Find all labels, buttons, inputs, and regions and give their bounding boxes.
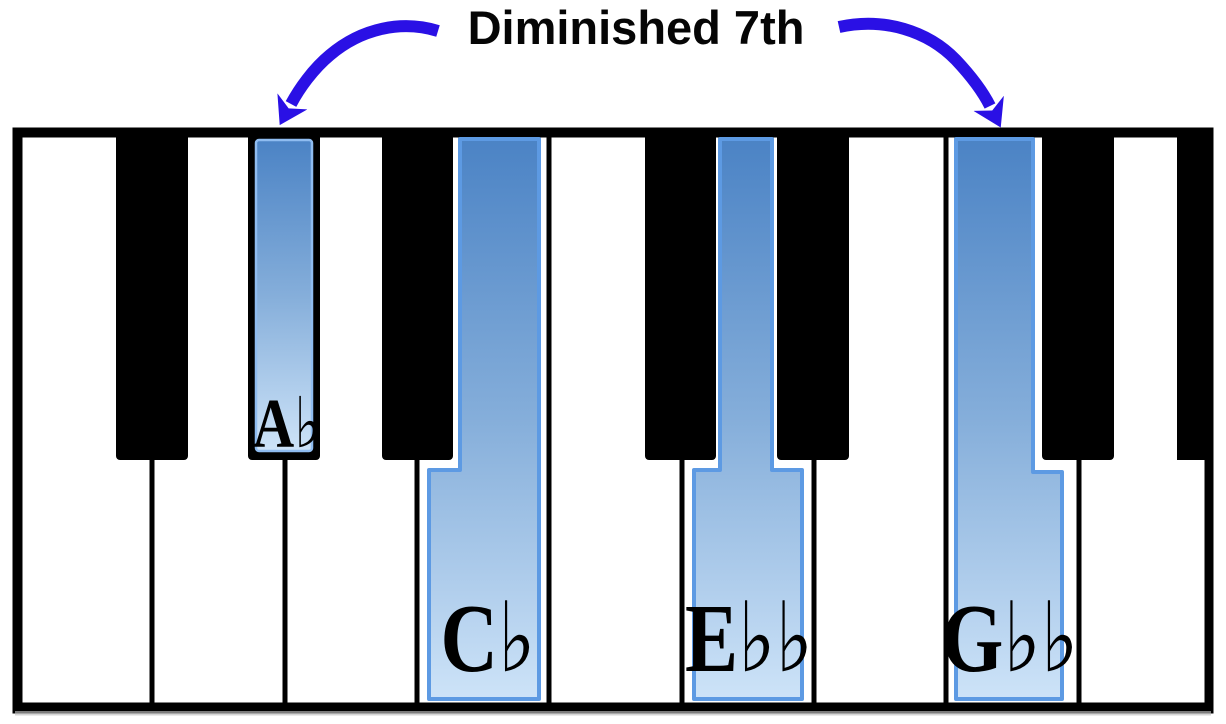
arrow-left	[277, 20, 440, 126]
black-key-f-sharp-2	[1042, 132, 1114, 460]
note-label-g-double-flat: G♭♭	[942, 586, 1079, 693]
key-a-flat-highlight	[248, 132, 320, 460]
black-key-d-sharp	[777, 132, 849, 460]
note-label-e-double-flat: E♭♭	[685, 586, 813, 693]
black-key-f-sharp	[116, 132, 188, 460]
annotation-arrows	[277, 17, 1004, 128]
key-c-flat-highlight	[427, 137, 541, 701]
note-label-a-flat: A♭	[253, 385, 322, 463]
key-g-double-flat-highlight	[954, 137, 1064, 701]
key-e-double-flat-highlight	[692, 137, 804, 701]
note-label-c-flat: C♭	[441, 586, 536, 693]
chord-title: Diminished 7th	[468, 1, 805, 54]
keyboard-frame	[12, 127, 1214, 714]
black-key-c-sharp	[645, 132, 716, 460]
keyboard-bottom-shadow	[15, 711, 1211, 716]
highlighted-white-keys	[427, 137, 1064, 701]
note-labels: A♭ C♭ E♭♭ G♭♭	[253, 385, 1079, 693]
black-key-a-sharp	[382, 132, 453, 460]
arrow-right	[837, 17, 1004, 128]
key-a-flat-fill	[254, 138, 314, 453]
black-keys	[116, 132, 1211, 460]
